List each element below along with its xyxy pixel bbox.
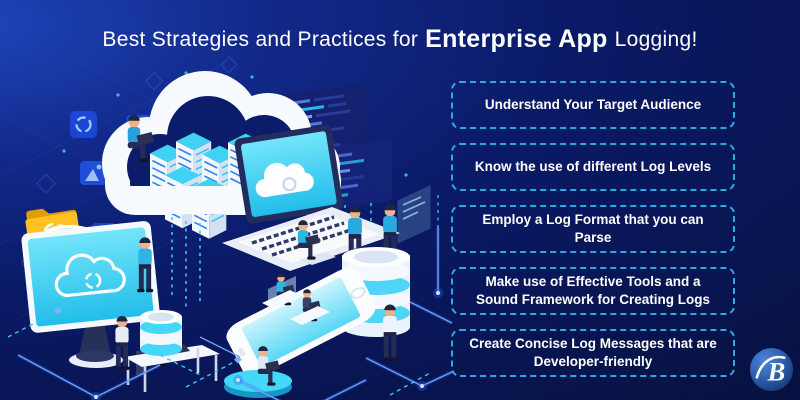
strategy-label-1: Understand Your Target Audience [484, 97, 702, 113]
strategy-box-5: Create Concise Log Messages that are Dev… [451, 329, 735, 377]
strategy-label-5: Create Concise Log Messages that are Dev… [469, 336, 717, 369]
company-logo: B [749, 347, 794, 392]
strategy-list: Understand Your Target Audience Know the… [451, 81, 735, 391]
title-prefix: Best Strategies and Practices for [102, 28, 419, 51]
strategy-box-3: Employ a Log Format that you can Parse [451, 205, 735, 253]
strategy-box-2: Know the use of different Log Levels [451, 143, 735, 191]
smartphone [226, 268, 376, 376]
strategy-box-4: Make use of Effective Tools and a Sound … [451, 267, 735, 315]
phone-workstations [262, 273, 330, 325]
glow-nodes [54, 288, 443, 400]
cloud-logging-illustration [0, 55, 453, 400]
page-title: Best Strategies and Practices for Enterpr… [0, 25, 800, 54]
strategy-label-3: Employ a Log Format that you can Parse [482, 212, 704, 245]
glass-panel [397, 185, 431, 244]
laptop-cloud [222, 124, 400, 271]
monitor-cloud [21, 221, 160, 368]
connection-lines [7, 227, 453, 400]
sync-icon [70, 111, 97, 138]
logo-letter: B [767, 356, 786, 386]
database-small [140, 310, 182, 356]
strategy-label-4: Make use of Effective Tools and a Sound … [475, 274, 711, 307]
title-highlight: Enterprise App [425, 25, 608, 53]
image-icon [80, 161, 107, 185]
title-suffix: Logging! [614, 28, 698, 51]
strategy-label-2: Know the use of different Log Levels [474, 159, 712, 175]
strategy-box-1: Understand Your Target Audience [451, 81, 735, 129]
